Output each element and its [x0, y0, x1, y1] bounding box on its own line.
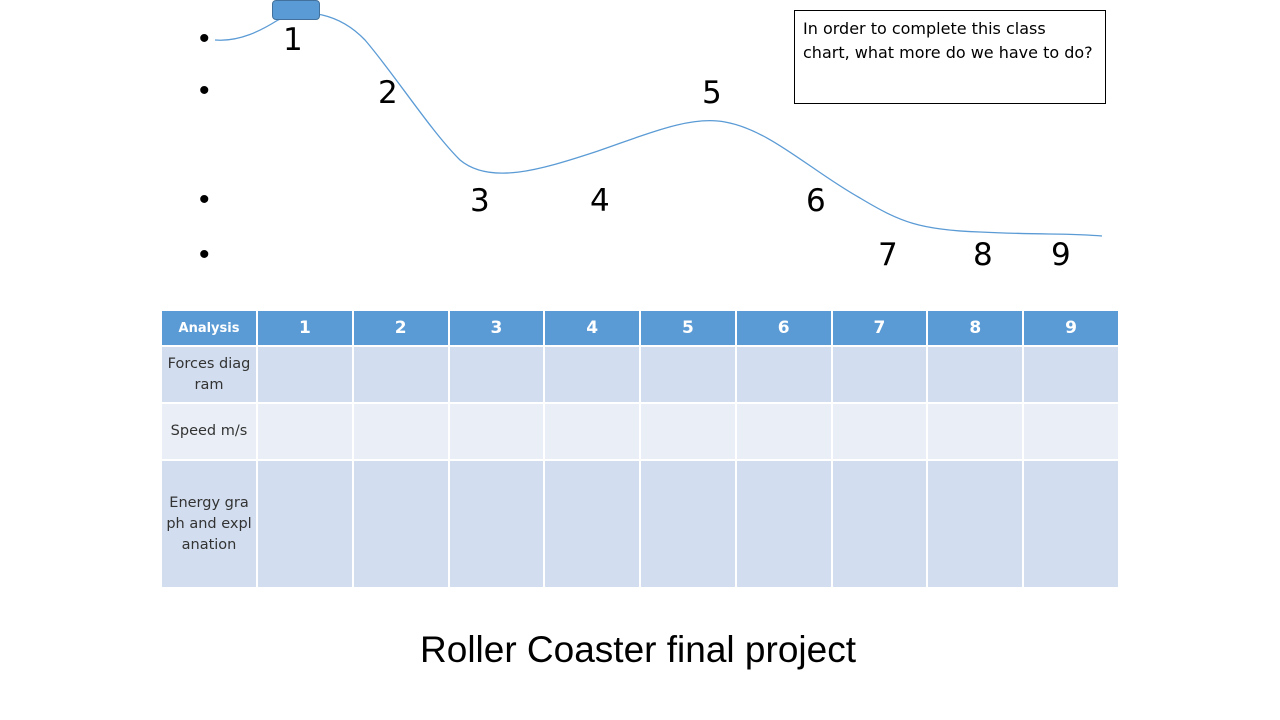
table-row: Energy graph and explanation — [160, 459, 1120, 589]
table-row: Speed m/s — [160, 402, 1120, 461]
table-cell — [351, 402, 450, 461]
table-cell — [447, 459, 546, 589]
table-cell — [543, 345, 642, 404]
table-cell — [830, 402, 929, 461]
table-row: Forces diagram — [160, 345, 1120, 404]
table-cell — [447, 345, 546, 404]
table-cell — [734, 345, 833, 404]
coaster-cart — [272, 0, 320, 20]
position-label-1: 1 — [283, 22, 303, 58]
table-cell — [830, 345, 929, 404]
roller-coaster-track — [214, 12, 1103, 237]
table-cell — [543, 402, 642, 461]
table-cell — [926, 459, 1025, 589]
table-header-row: Analysis 1 2 3 4 5 6 7 8 9 — [160, 309, 1120, 347]
table-cell — [1022, 345, 1120, 404]
column-header: 8 — [926, 309, 1025, 347]
position-label-2: 2 — [378, 75, 398, 111]
table-cell — [734, 402, 833, 461]
table-cell — [639, 402, 737, 461]
table-cell — [351, 345, 450, 404]
column-header: 6 — [734, 309, 833, 347]
position-label-7: 7 — [878, 237, 898, 273]
column-header: 9 — [1022, 309, 1120, 347]
position-label-6: 6 — [806, 183, 826, 219]
table-cell — [734, 459, 833, 589]
question-box: In order to complete this class chart, w… — [794, 10, 1106, 104]
analysis-table: Analysis 1 2 3 4 5 6 7 8 9 Forces diagra… — [160, 309, 1120, 589]
table-cell — [256, 345, 354, 404]
table-cell — [256, 459, 354, 589]
table-cell — [1022, 459, 1120, 589]
table-cell — [1022, 402, 1120, 461]
bullet-marker: • — [199, 74, 210, 107]
position-label-3: 3 — [470, 183, 490, 219]
table-cell — [639, 345, 737, 404]
position-label-9: 9 — [1051, 237, 1071, 273]
bullet-marker: • — [199, 183, 210, 216]
bullet-marker: • — [199, 22, 210, 55]
column-header: 2 — [351, 309, 450, 347]
table-cell — [351, 459, 450, 589]
position-label-8: 8 — [973, 237, 993, 273]
table-cell — [830, 459, 929, 589]
position-label-4: 4 — [590, 183, 610, 219]
bullet-marker: • — [199, 238, 210, 271]
position-label-5: 5 — [702, 75, 722, 111]
table-cell — [447, 402, 546, 461]
row-label-forces-diagram: Forces diagram — [160, 345, 258, 404]
table-cell — [926, 402, 1025, 461]
row-label-speed: Speed m/s — [160, 402, 258, 461]
column-header-analysis: Analysis — [160, 309, 258, 347]
column-header: 7 — [830, 309, 929, 347]
table-cell — [256, 402, 354, 461]
column-header: 3 — [447, 309, 546, 347]
slide-title: Roller Coaster final project — [420, 629, 856, 670]
column-header: 5 — [639, 309, 737, 347]
track-curve — [214, 12, 1103, 237]
column-header: 4 — [543, 309, 642, 347]
table-cell — [543, 459, 642, 589]
table-cell — [926, 345, 1025, 404]
column-header: 1 — [256, 309, 354, 347]
row-label-energy-graph: Energy graph and explanation — [160, 459, 258, 589]
table-cell — [639, 459, 737, 589]
